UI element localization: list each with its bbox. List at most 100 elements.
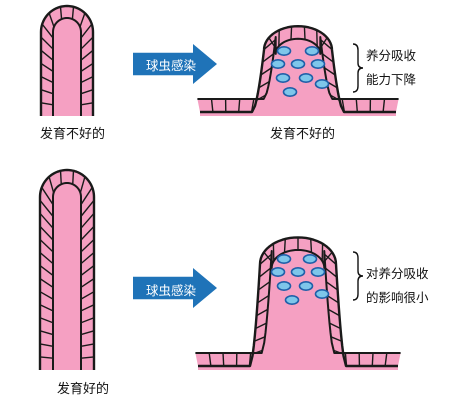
cell-divider [40, 62, 54, 72]
coccidia-parasite [276, 280, 292, 291]
cell-divider [39, 356, 54, 359]
coccidia-parasite [270, 58, 286, 69]
cell-divider [256, 308, 269, 317]
coccidia-parasite [298, 73, 314, 84]
note-row2-line2: 的影响很小 [366, 290, 429, 305]
arrow-label-row1: 球虫感染 [146, 58, 197, 73]
cell-divider [237, 98, 241, 113]
cell-divider [320, 39, 333, 50]
coccidia-parasite [304, 45, 320, 56]
left-label-row1: 发育不好的 [40, 127, 106, 142]
cell-divider [382, 98, 386, 113]
villus-tissue [198, 237, 398, 370]
brace-row2 [352, 251, 364, 301]
villus-tissue [200, 26, 396, 117]
cell-divider [262, 53, 275, 63]
coccidia-parasite [290, 58, 306, 69]
note-row2-line1: 对养分吸收 [366, 266, 429, 281]
cell-divider [72, 170, 75, 185]
cell-divider [283, 238, 286, 253]
cell-divider [330, 336, 343, 342]
cell-divider [321, 53, 334, 63]
cell-divider [323, 67, 336, 76]
villus-inner-edge [197, 36, 399, 100]
coccidia-parasite [314, 79, 330, 90]
cell-divider [80, 251, 95, 265]
cell-divider [40, 89, 54, 95]
cell-divider [79, 12, 86, 28]
villus-outer-edge [200, 25, 396, 114]
coccidia-parasite [310, 58, 326, 69]
right-label-row1: 发育不好的 [270, 127, 336, 142]
cell-divider [39, 225, 54, 241]
cell-divider [59, 170, 62, 185]
cell-divider [80, 212, 95, 229]
epithelium-band [40, 170, 94, 370]
parasites-row2 [270, 254, 330, 305]
cell-divider [258, 267, 272, 278]
cell-divider [303, 26, 306, 40]
cell-divider [326, 294, 339, 304]
villus-outer-edge [198, 236, 398, 368]
cell-divider [80, 225, 95, 241]
cell-divider [384, 352, 388, 367]
coccidia-parasite [314, 288, 330, 299]
cell-divider [71, 6, 75, 20]
cell-divider [80, 89, 94, 95]
cell-divider [40, 75, 54, 84]
cell-divider [327, 308, 340, 317]
cell-divider [40, 36, 54, 50]
cell-divider [80, 265, 95, 277]
epithelium-band [197, 26, 399, 112]
cell-divider [80, 102, 94, 106]
villus-inner-edge [52, 17, 82, 116]
villus-inner-edge [52, 182, 82, 370]
cell-divider [39, 238, 54, 253]
cell-divider [324, 267, 338, 278]
cell-divider [259, 253, 272, 265]
cell-divider [258, 81, 270, 89]
cell-divider [80, 62, 94, 72]
cell-divider [80, 75, 94, 84]
cell-divider [290, 26, 293, 40]
note-row1-line2: 能力下降 [366, 72, 417, 87]
cell-divider [208, 352, 212, 367]
cell-divider [80, 291, 95, 300]
cell-divider [40, 102, 54, 106]
cell-divider [324, 253, 337, 265]
coccidia-parasite [276, 45, 292, 56]
villus-poorly-developed-left [39, 4, 95, 117]
cell-divider [48, 12, 55, 28]
cell-divider [371, 352, 374, 367]
brace-row1 [352, 43, 364, 93]
cell-divider [253, 336, 266, 342]
villus-outer-edge [38, 168, 96, 370]
cell-divider [80, 187, 93, 205]
villus-well-developed-infected [195, 236, 401, 370]
note-row1-line1: 养分吸收 [366, 48, 417, 63]
cell-divider [80, 330, 95, 336]
cell-divider [41, 187, 54, 205]
villus-well-developed-left [38, 168, 96, 370]
cell-divider [80, 304, 95, 312]
villus-poorly-developed-infected [197, 25, 399, 117]
cell-divider [80, 49, 94, 61]
cell-divider [40, 49, 54, 61]
infection-arrow-row2 [133, 268, 217, 308]
infection-arrow-row1 [133, 44, 217, 84]
cell-divider [39, 330, 54, 336]
coccidia-parasite [276, 254, 292, 265]
villus-outer-edge [39, 4, 95, 116]
cell-divider [48, 176, 55, 193]
cell-divider [325, 281, 339, 291]
epithelium-band [41, 6, 93, 117]
cell-divider [263, 39, 276, 50]
cell-divider [39, 291, 54, 300]
cell-divider [39, 343, 54, 348]
cell-divider [80, 36, 94, 50]
cell-divider [80, 278, 95, 288]
coccidia-parasite [275, 73, 291, 84]
cell-divider [222, 352, 225, 367]
cell-divider [79, 176, 86, 193]
